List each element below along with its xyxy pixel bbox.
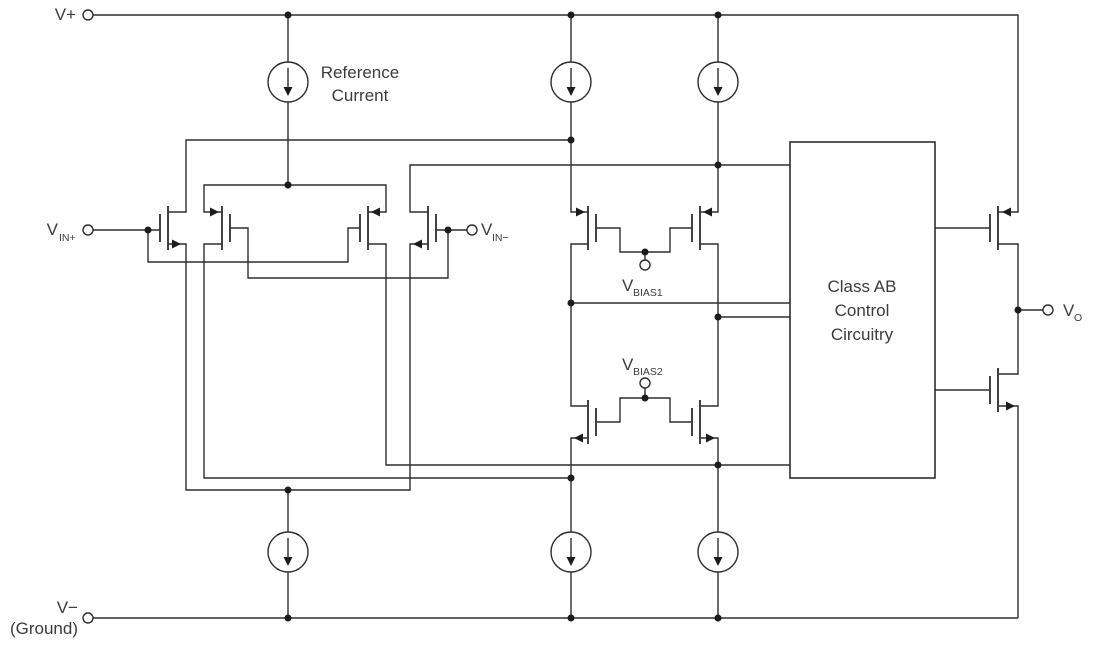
output-pmos bbox=[989, 206, 1011, 250]
vin-minus-label-sub: IN− bbox=[492, 232, 509, 244]
reference-current-label-line2: Current bbox=[332, 86, 389, 105]
input-pmos-right bbox=[359, 206, 380, 250]
class-ab-label-line2: Control bbox=[835, 301, 890, 320]
output-nmos bbox=[989, 368, 1015, 412]
current-source-top-left bbox=[267, 61, 309, 103]
vminus-terminal bbox=[82, 612, 94, 624]
down-arrow-icon bbox=[713, 557, 723, 566]
current-source-wires bbox=[287, 15, 719, 618]
current-source-top-middle bbox=[550, 61, 592, 103]
current-source-bottom-right bbox=[697, 531, 739, 573]
vbias2-label: V bbox=[622, 355, 634, 374]
vminus-label: V− bbox=[57, 598, 78, 617]
cascode-and-box-wires bbox=[570, 164, 790, 423]
class-ab-label-line1: Class AB bbox=[828, 277, 897, 296]
current-source-top-right bbox=[697, 61, 739, 103]
input-nmos-right bbox=[413, 206, 437, 250]
current-source-bottom-left bbox=[267, 531, 309, 573]
vin-plus-label: V bbox=[47, 220, 59, 239]
down-arrow-icon bbox=[713, 87, 723, 96]
class-ab-label-line3: Circuitry bbox=[831, 325, 894, 344]
vbias1-label: V bbox=[622, 276, 634, 295]
down-arrow-icon bbox=[283, 87, 293, 96]
class-ab-box: Class AB Control Circuitry bbox=[789, 141, 936, 479]
vout-label-sub: O bbox=[1074, 312, 1082, 324]
input-nmos-left bbox=[159, 206, 181, 250]
cascode-nmos-right bbox=[691, 400, 715, 444]
vin-plus-terminal bbox=[82, 224, 94, 236]
vin-plus-label-sub: IN+ bbox=[59, 232, 76, 244]
input-stage-wires bbox=[93, 139, 790, 491]
current-source-bottom-middle bbox=[550, 531, 592, 573]
vbias2-label-sub: BIAS2 bbox=[633, 366, 663, 378]
cascode-pmos-left bbox=[576, 206, 597, 250]
ground-label: (Ground) bbox=[10, 619, 78, 638]
vbias1-terminal bbox=[639, 259, 651, 271]
down-arrow-icon bbox=[283, 557, 293, 566]
cascode-nmos-left bbox=[574, 400, 597, 444]
down-arrow-icon bbox=[566, 87, 576, 96]
down-arrow-icon bbox=[566, 557, 576, 566]
vin-minus-label: V bbox=[481, 220, 493, 239]
vout-label: V bbox=[1063, 301, 1075, 320]
cascode-pmos-right bbox=[691, 206, 712, 250]
vout-terminal bbox=[1042, 304, 1054, 316]
vbias2-terminal bbox=[639, 377, 651, 389]
vbias1-label-sub: BIAS1 bbox=[633, 287, 663, 299]
rail-and-output-wires bbox=[93, 14, 1043, 619]
circuit-wires bbox=[93, 14, 1043, 619]
reference-current-label-line1: Reference bbox=[321, 63, 399, 82]
input-pmos-left bbox=[210, 206, 231, 250]
junction-dots bbox=[144, 11, 1022, 622]
vin-minus-terminal bbox=[466, 224, 478, 236]
vplus-terminal bbox=[82, 9, 94, 21]
vplus-label: V+ bbox=[55, 5, 76, 24]
